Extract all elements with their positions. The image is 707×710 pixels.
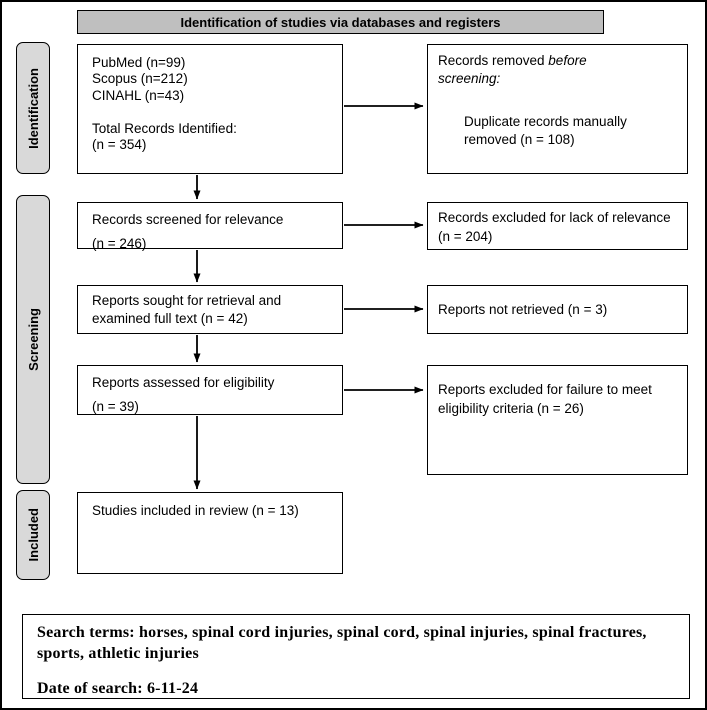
records-identified-text: PubMed (n=99) Scopus (n=212) CINAHL (n=4…: [92, 55, 237, 153]
reports-sought-text: Reports sought for retrieval and examine…: [92, 293, 282, 327]
records-removed-title-prefix: Records removed: [438, 53, 549, 68]
stage-screening-text: Screening: [25, 308, 41, 371]
reports-excluded-text: Reports excluded for failure to meet eli…: [438, 382, 652, 416]
reports-not-retrieved-box: Reports not retrieved (n = 3): [427, 285, 688, 334]
studies-included-box: Studies included in review (n = 13): [77, 492, 343, 574]
studies-included-text: Studies included in review (n = 13): [92, 503, 299, 518]
stage-label-included: Included: [16, 490, 50, 580]
records-screened-text: Records screened for relevance (n = 246): [92, 212, 284, 251]
stage-label-identification: Identification: [16, 42, 50, 174]
search-terms-box: Search terms: horses, spinal cord injuri…: [22, 614, 690, 699]
records-screened-box: Records screened for relevance (n = 246): [77, 202, 343, 251]
reports-not-retrieved-text: Reports not retrieved (n = 3): [438, 302, 608, 317]
records-excluded-box: Records excluded for lack of relevance (…: [427, 202, 688, 250]
search-terms-text: Search terms: horses, spinal cord injuri…: [37, 624, 647, 662]
records-excluded-text: Records excluded for lack of relevance (…: [438, 210, 671, 244]
stage-identification-text: Identification: [25, 67, 41, 149]
reports-excluded-box: Reports excluded for failure to meet eli…: [427, 365, 688, 475]
diagram-header-title: Identification of studies via databases …: [180, 14, 501, 30]
records-identified-box: PubMed (n=99) Scopus (n=212) CINAHL (n=4…: [77, 44, 343, 174]
stage-included-text: Included: [25, 508, 41, 562]
records-removed-box: Records removed before screening: Duplic…: [427, 44, 688, 174]
reports-sought-box: Reports sought for retrieval and examine…: [77, 285, 343, 334]
search-date-text: Date of search: 6-11-24: [37, 679, 199, 697]
records-removed-title-italic: before screening:: [438, 53, 587, 86]
reports-assessed-text: Reports assessed for eligibility (n = 39…: [92, 375, 275, 414]
diagram-header: Identification of studies via databases …: [77, 10, 604, 34]
records-removed-title: Records removed before screening:: [438, 52, 677, 87]
reports-assessed-box: Reports assessed for eligibility (n = 39…: [77, 365, 343, 415]
records-removed-detail: Duplicate records manually removed (n = …: [464, 114, 627, 147]
stage-label-screening: Screening: [16, 195, 50, 484]
